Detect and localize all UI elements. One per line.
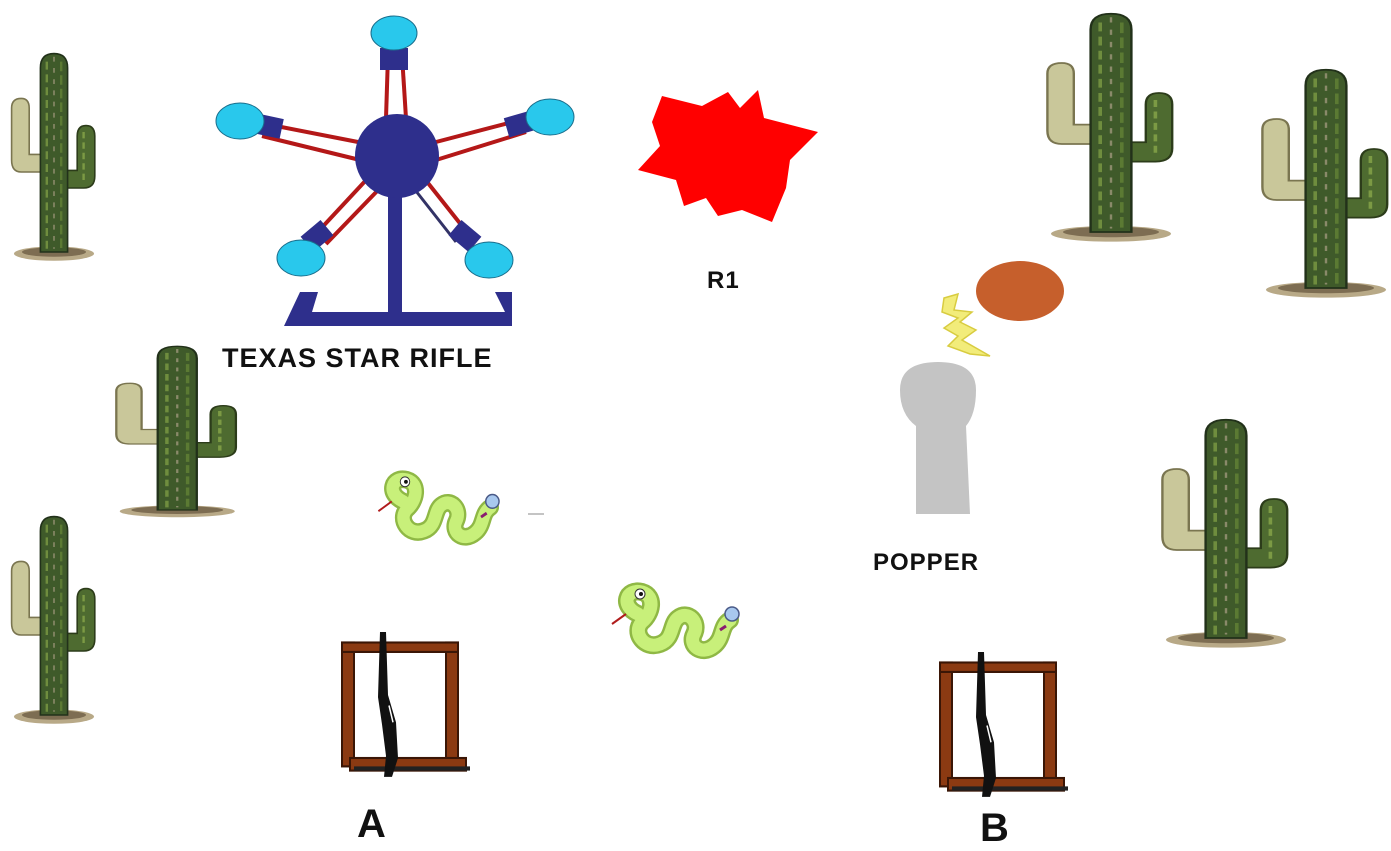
rattlesnake-icon bbox=[612, 589, 739, 650]
rattlesnake-icon bbox=[378, 477, 499, 537]
position-b-label: B bbox=[980, 806, 1009, 851]
texas-star-label: TEXAS STAR RIFLE bbox=[222, 343, 493, 374]
cactus-icon bbox=[12, 517, 95, 724]
cactus-icon bbox=[116, 346, 236, 517]
cactus-icon bbox=[12, 54, 95, 261]
cactus-icon bbox=[1047, 14, 1172, 242]
popper-label: POPPER bbox=[873, 549, 979, 577]
red-splat-target-icon bbox=[638, 90, 818, 222]
position-a-label: A bbox=[357, 802, 386, 847]
rifle-rack-icon bbox=[342, 632, 470, 777]
popper-target-icon bbox=[900, 261, 1064, 514]
rifle-rack-icon bbox=[940, 652, 1068, 797]
cactus-icon bbox=[1162, 420, 1287, 648]
r1-label: R1 bbox=[707, 267, 740, 295]
texas-star-target-icon bbox=[216, 16, 574, 326]
cactus-icon bbox=[1262, 70, 1387, 298]
